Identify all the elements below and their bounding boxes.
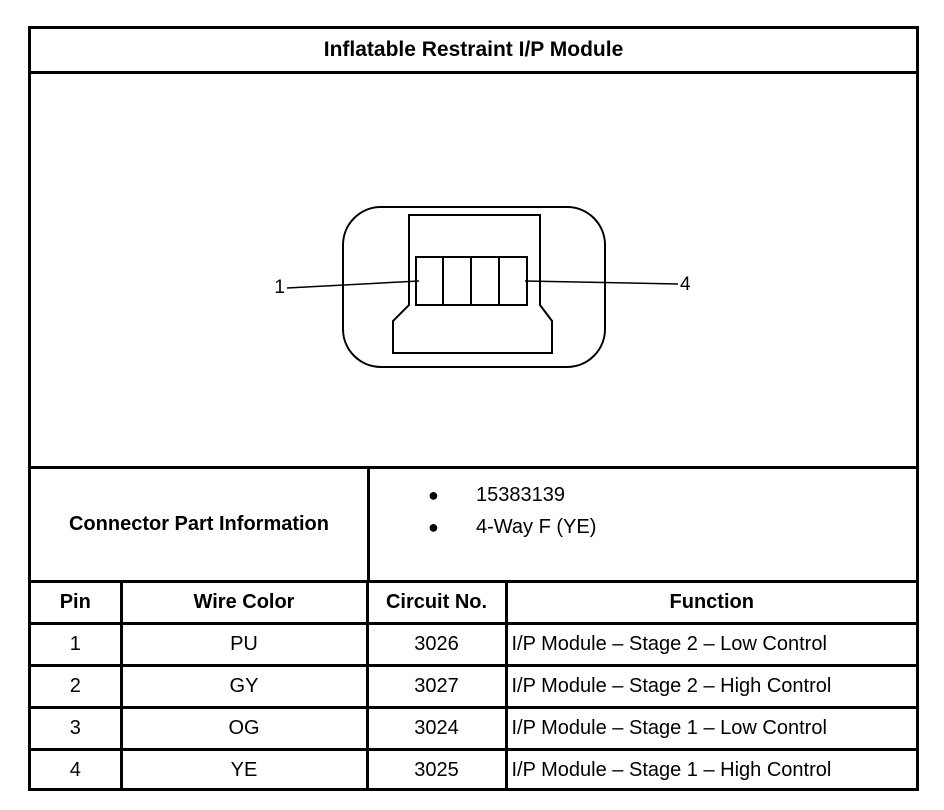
pin-cell: 1 — [31, 623, 123, 667]
table-row: 4 YE 3025 I/P Module – Stage 1 – High Co… — [31, 749, 916, 790]
function-cell: I/P Module – Stage 2 – High Control — [506, 665, 916, 709]
wire-color-cell: OG — [121, 707, 369, 751]
circuit-cell: 3026 — [367, 623, 508, 667]
connector-housing — [342, 206, 606, 368]
function-cell: I/P Module – Stage 1 – High Control — [511, 759, 832, 781]
connector-inner-shroud — [392, 214, 553, 354]
pin-cell: 2 — [31, 665, 123, 709]
pin-table: Pin Wire Color Circuit No. Function 1 PU… — [31, 583, 916, 790]
pin-1-leader-line — [286, 280, 420, 289]
header-wire-color: Wire Color — [121, 583, 369, 625]
wire-color-cell: PU — [121, 623, 369, 667]
wire-color-cell: GY — [121, 665, 369, 709]
header-circuit-no: Circuit No. — [367, 583, 508, 625]
circuit-cell: 3027 — [367, 665, 508, 709]
part-number: 15383139 — [476, 484, 565, 506]
connector-face-drawing: 1 4 — [274, 206, 691, 368]
circuit-cell: 3025 — [367, 749, 508, 790]
header-function: Function — [506, 583, 916, 625]
pin-1-label: 1 — [274, 277, 285, 298]
connector-part-info: Connector Part Information ● 15383139 ● 4-… — [31, 469, 916, 583]
connector-part-info-list: ● 15383139 ● 4-Way F (YE) — [370, 479, 596, 543]
list-item: ● 15383139 — [370, 479, 596, 511]
table-row: 3 OG 3024 I/P Module – Stage 1 – Low Con… — [31, 707, 916, 751]
page-title: Inflatable Restraint I/P Module — [31, 29, 916, 74]
bullet-icon: ● — [428, 517, 439, 537]
function-cell: I/P Module – Stage 2 – Low Control — [506, 623, 916, 667]
table-row: 2 GY 3027 I/P Module – Stage 2 – High Co… — [31, 665, 916, 709]
connector-part-info-label: Connector Part Information — [31, 469, 370, 580]
wire-color-cell: YE — [121, 749, 369, 790]
pin-cell: 3 — [31, 707, 123, 751]
list-item: ● 4-Way F (YE) — [370, 511, 596, 543]
pin-cell: 4 — [31, 749, 123, 790]
connector-diagram: 1 4 — [31, 74, 916, 469]
function-cell: I/P Module – Stage 1 – Low Control — [506, 707, 916, 751]
table-header-row: Pin Wire Color Circuit No. Function — [31, 583, 916, 625]
pin-4-leader-line — [524, 280, 679, 285]
circuit-cell: 3024 — [367, 707, 508, 751]
table-row: 1 PU 3026 I/P Module – Stage 2 – Low Con… — [31, 623, 916, 667]
connector-description: 4-Way F (YE) — [476, 516, 597, 538]
header-pin: Pin — [31, 583, 123, 625]
bullet-icon: ● — [428, 485, 439, 505]
connector-sheet: Inflatable Restraint I/P Module 1 4 Conn… — [28, 26, 919, 791]
pin-4-label: 4 — [680, 274, 691, 295]
